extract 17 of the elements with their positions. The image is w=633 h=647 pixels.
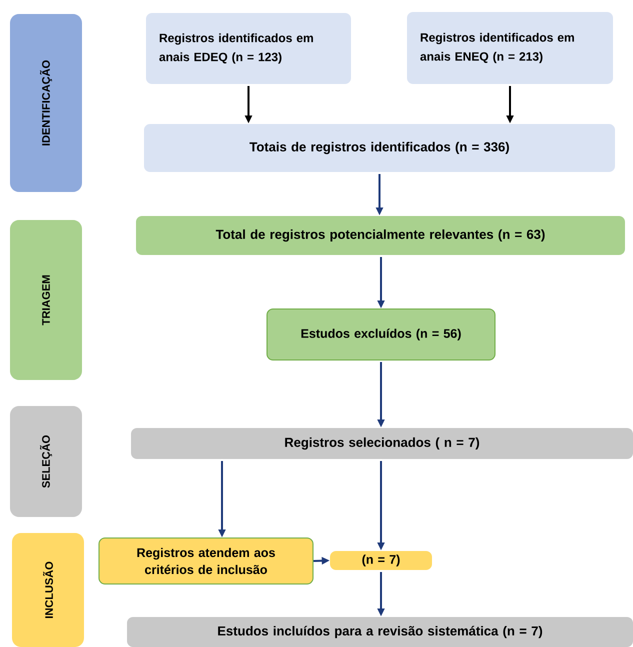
process-box: (n = 7) bbox=[330, 551, 432, 570]
process-box: Registros selecionados ( n = 7) bbox=[131, 428, 633, 459]
phase-band bbox=[10, 406, 82, 517]
node-label: INCLUSÃO bbox=[43, 562, 53, 618]
phase-band bbox=[12, 533, 84, 647]
process-box: Registros identificados em anais EDEQ (n = 123) bbox=[146, 13, 351, 84]
node-label: IDENTIFICAÇÃO bbox=[40, 60, 52, 146]
process-box: Estudos incluídos para a revisão sistemática (n = 7) bbox=[127, 617, 633, 647]
node-label: SELEÇÃO bbox=[40, 435, 52, 488]
process-box: Total de registros potencialmente relevantes (n = 63) bbox=[136, 216, 625, 255]
process-box: Estudos excluídos (n = 56) bbox=[266, 308, 496, 360]
phase-band bbox=[10, 14, 82, 192]
phase-band bbox=[10, 220, 82, 380]
node-label: TRIAGEM bbox=[42, 275, 50, 326]
process-box: Registros identificados em anais ENEQ (n = 213) bbox=[407, 12, 613, 84]
process-box: Totais de registros identificados (n = 336) bbox=[144, 124, 615, 172]
process-box: Registros atendem aos critérios de inclusão bbox=[98, 538, 314, 584]
